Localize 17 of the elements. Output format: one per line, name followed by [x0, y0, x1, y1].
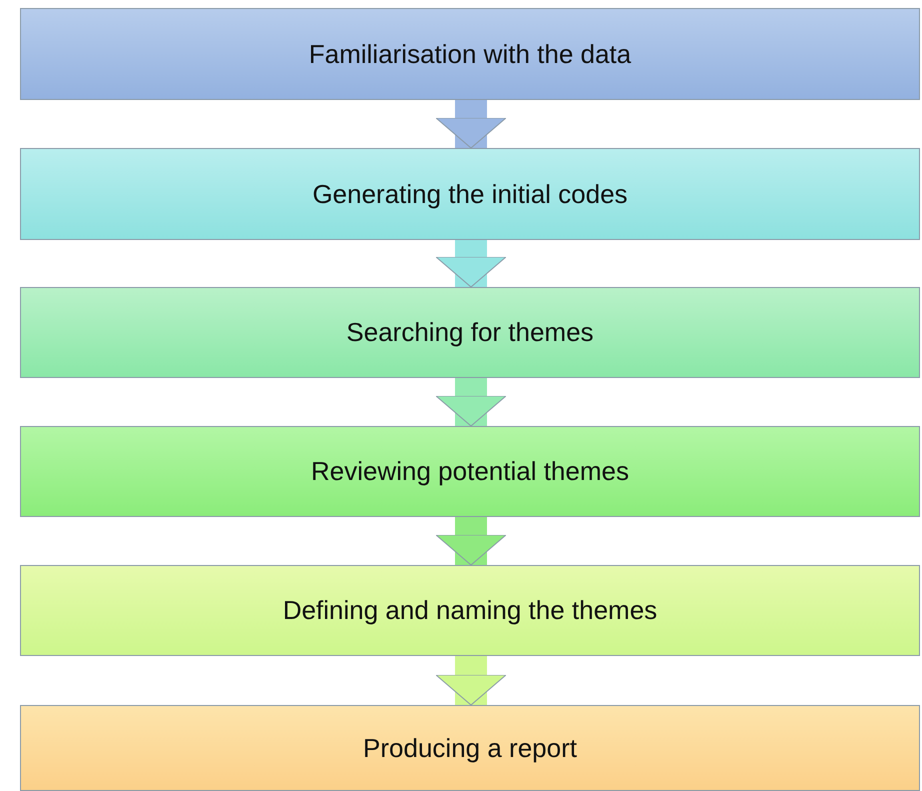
process-box — [20, 565, 920, 656]
process-box — [20, 148, 920, 240]
process-box — [20, 287, 920, 378]
process-box — [20, 426, 920, 517]
step-label: Producing a report — [363, 732, 577, 764]
process-box — [20, 8, 920, 100]
process-box — [20, 705, 920, 791]
step-label: Generating the initial codes — [312, 178, 628, 210]
block-arrow — [436, 517, 506, 566]
block-arrow — [436, 656, 506, 706]
block-arrow — [436, 378, 506, 426]
step-label: Familiarisation with the data — [308, 38, 632, 70]
step-label: Reviewing potential themes — [311, 456, 629, 487]
block-arrow — [436, 100, 506, 148]
step-label: Defining and naming the themes — [282, 595, 658, 626]
step-label: Searching for themes — [346, 317, 594, 348]
block-arrow — [436, 240, 506, 288]
